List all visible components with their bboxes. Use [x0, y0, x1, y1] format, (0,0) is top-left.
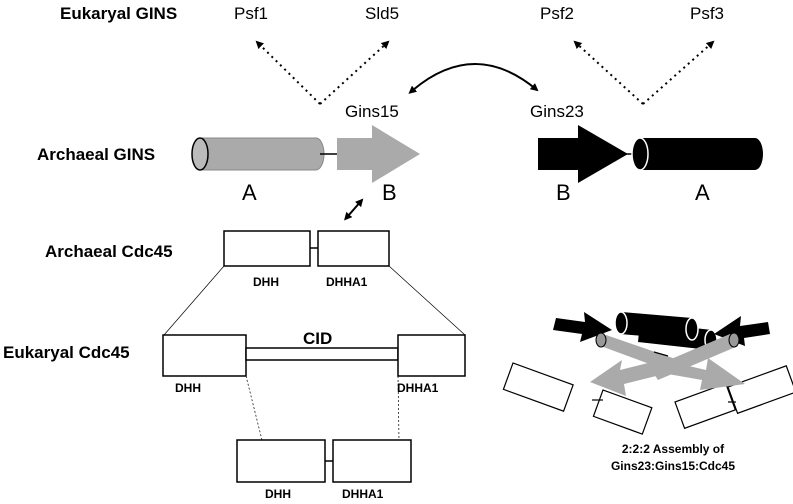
cid-bar [245, 347, 399, 361]
gins23-a-domain-cylinder [640, 138, 763, 170]
gins23-subunit [538, 125, 763, 183]
archaeal-dhh-label: DHH [253, 275, 279, 289]
gins-cdc45-binding-arrow [344, 198, 364, 221]
domain-a-right-label: A [695, 180, 710, 205]
bottom-dhh-label: DHH [265, 487, 291, 501]
bottom-dhh-box [236, 439, 326, 483]
gins15-a-domain-cylinder [199, 137, 325, 171]
domain-a-left-label: A [242, 180, 257, 205]
eukaryal-dhh-box [162, 334, 247, 377]
gins23-split-arrows [573, 40, 715, 105]
assembly-cdc45-right [674, 365, 793, 430]
gins23-b-domain-arrow [538, 125, 628, 183]
eukaryal-gins-label: Eukaryal GINS [60, 4, 177, 23]
archaeal-gins-label: Archaeal GINS [37, 145, 155, 164]
gins15-label: Gins15 [345, 102, 399, 121]
gins23-label: Gins23 [530, 102, 584, 121]
eukaryal-cdc45-label: Eukaryal Cdc45 [3, 343, 130, 362]
gins15-a-cylinder-end [191, 137, 209, 171]
sld5-label: Sld5 [365, 4, 399, 23]
psf1-label: Psf1 [234, 4, 268, 23]
cid-label: CID [303, 329, 332, 348]
gins15-split-arrows [255, 40, 390, 105]
psf3-label: Psf3 [690, 4, 724, 23]
assembly-cdc45-left [502, 362, 653, 435]
gins15-b-domain-arrow [337, 125, 420, 183]
assembly-cartoon [502, 311, 793, 435]
assembly-gins15-arrows [590, 358, 745, 396]
archaeal-dhha1-label: DHHA1 [326, 275, 368, 289]
gins15-subunit [191, 125, 420, 183]
archaeal-cdc45-label: Archaeal Cdc45 [45, 242, 173, 261]
eukaryal-dhh-label: DHH [175, 381, 201, 395]
eukaryal-dhha1-label: DHHA1 [397, 381, 439, 395]
bottom-dhha1-label: DHHA1 [342, 487, 384, 501]
gins23-a-cylinder-end [631, 137, 649, 171]
bottom-dhha1-box [332, 439, 412, 483]
homology-guide-lines [163, 265, 466, 441]
psf2-label: Psf2 [540, 4, 574, 23]
assembly-caption-line1: 2:2:2 Assembly of [622, 442, 725, 456]
assembly-caption-line2: Gins23:Gins15:Cdc45 [611, 459, 735, 473]
gins15-gins23-interaction-arrow [408, 63, 539, 94]
archaeal-dhha1-box [317, 230, 390, 267]
domain-b-left-label: B [382, 180, 397, 205]
archaeal-dhh-box [223, 230, 311, 267]
eukaryal-dhha1-box [397, 334, 466, 377]
domain-b-right-label: B [556, 180, 571, 205]
